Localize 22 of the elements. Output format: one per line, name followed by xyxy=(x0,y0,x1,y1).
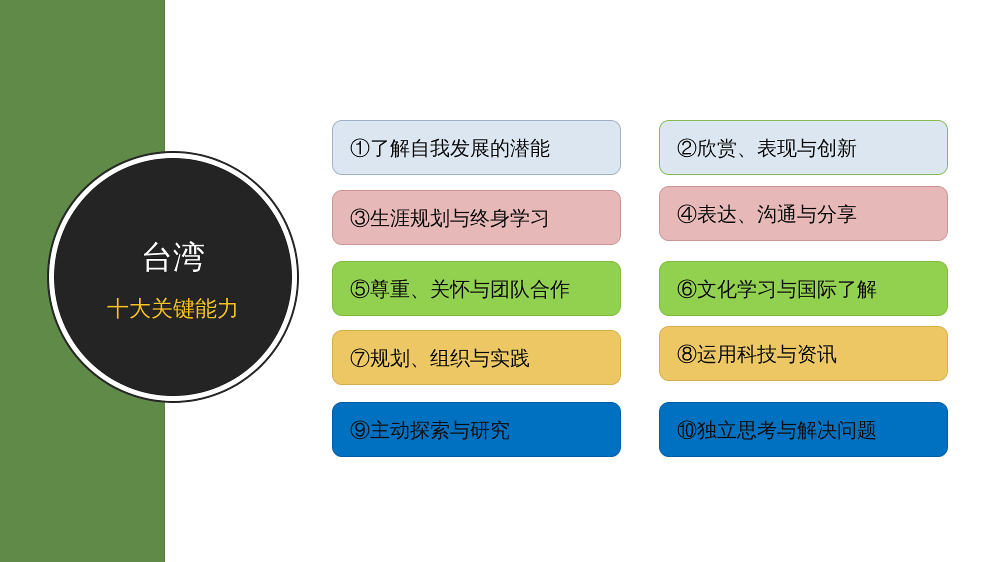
box-text: ⑨主动探索与研究 xyxy=(350,418,510,442)
rounded-box xyxy=(659,326,948,381)
box-text: ⑧运用科技与资讯 xyxy=(677,342,837,366)
box-text: ⑦规划、组织与实践 xyxy=(350,346,530,370)
rounded-box xyxy=(659,120,948,175)
box-text: ⑤尊重、关怀与团队合作 xyxy=(350,276,570,300)
rounded-box xyxy=(332,261,621,316)
box-text: ③生涯规划与终身学习 xyxy=(350,206,550,230)
box-text: ⑩独立思考与解决问题 xyxy=(677,418,877,442)
rounded-box xyxy=(659,186,948,241)
box-text: ①了解自我发展的潜能 xyxy=(350,136,550,160)
rounded-box xyxy=(332,330,621,385)
box-text: ⑥文化学习与国际了解 xyxy=(677,276,877,300)
rounded-box xyxy=(332,402,621,457)
rounded-box xyxy=(332,190,621,245)
rounded-box xyxy=(332,120,621,175)
rounded-box xyxy=(659,261,948,316)
box-text: ④表达、沟通与分享 xyxy=(677,202,857,226)
rounded-box xyxy=(659,402,948,457)
circle-subtitle: 十大关键能力 xyxy=(107,296,239,324)
circle-title: 台湾 xyxy=(141,237,205,278)
box-text: ②欣赏、表现与创新 xyxy=(677,136,857,160)
